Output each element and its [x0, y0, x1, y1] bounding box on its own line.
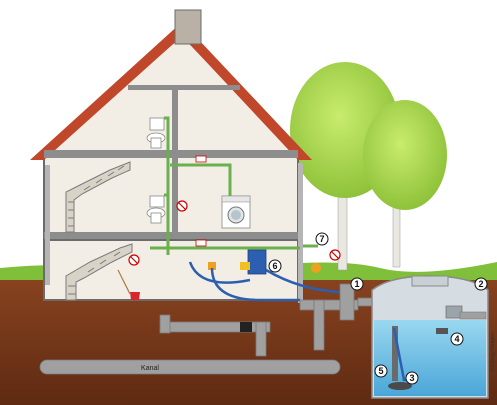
callout-5-label: 5	[378, 366, 383, 376]
callout-1: 1	[350, 277, 364, 291]
tree-right	[363, 100, 447, 268]
cistern-tank	[371, 275, 489, 399]
callout-4: 4	[450, 332, 464, 346]
callout-7-label: 7	[319, 234, 324, 244]
callout-6: 6	[268, 259, 282, 273]
attic-floor	[128, 85, 178, 90]
washing-machine	[221, 195, 251, 229]
callout-7: 7	[315, 232, 329, 246]
attic-floor-right	[178, 85, 240, 90]
toilet-lower	[146, 195, 166, 224]
callout-3-label: 3	[409, 373, 414, 383]
garden-tap	[303, 244, 321, 273]
no-drinking-sign-outside	[329, 249, 341, 261]
callout-2: 2	[474, 277, 488, 291]
pipe-marker-upper	[195, 155, 207, 163]
downpipe-right	[298, 163, 303, 303]
overflow-filter	[445, 305, 463, 319]
calmed-inlet	[388, 382, 412, 390]
callout-6-label: 6	[272, 261, 277, 271]
interior-wall	[172, 85, 178, 235]
green-supply-pipes	[150, 116, 300, 255]
copyright-text: © Energy Reagen	[489, 332, 496, 372]
float-switch	[436, 328, 448, 334]
no-drinking-sign-upper	[176, 200, 188, 212]
backflow-valve	[240, 322, 252, 332]
suction-pipe	[392, 326, 398, 381]
overflow-pipe	[459, 311, 487, 320]
floor-upper	[44, 150, 298, 158]
callout-3: 3	[405, 371, 419, 385]
sewer-label: Kanal	[141, 365, 159, 372]
toilet-upper	[146, 117, 166, 149]
downpipe-left	[45, 165, 50, 285]
callout-1-label: 1	[354, 279, 359, 289]
chimney	[174, 9, 202, 45]
tank-lid	[411, 275, 449, 287]
staircase-lower	[65, 243, 133, 301]
callout-4-label: 4	[454, 334, 459, 344]
bucket	[117, 269, 140, 300]
no-drinking-sign-lower	[128, 254, 140, 266]
floor-ground	[44, 232, 298, 240]
house	[30, 9, 312, 301]
pump-unit	[208, 249, 267, 275]
callout-5: 5	[374, 364, 388, 378]
roof	[30, 22, 312, 160]
callout-2-label: 2	[478, 279, 483, 289]
pipe-marker-lower	[195, 239, 207, 247]
staircase-upper	[65, 161, 131, 233]
